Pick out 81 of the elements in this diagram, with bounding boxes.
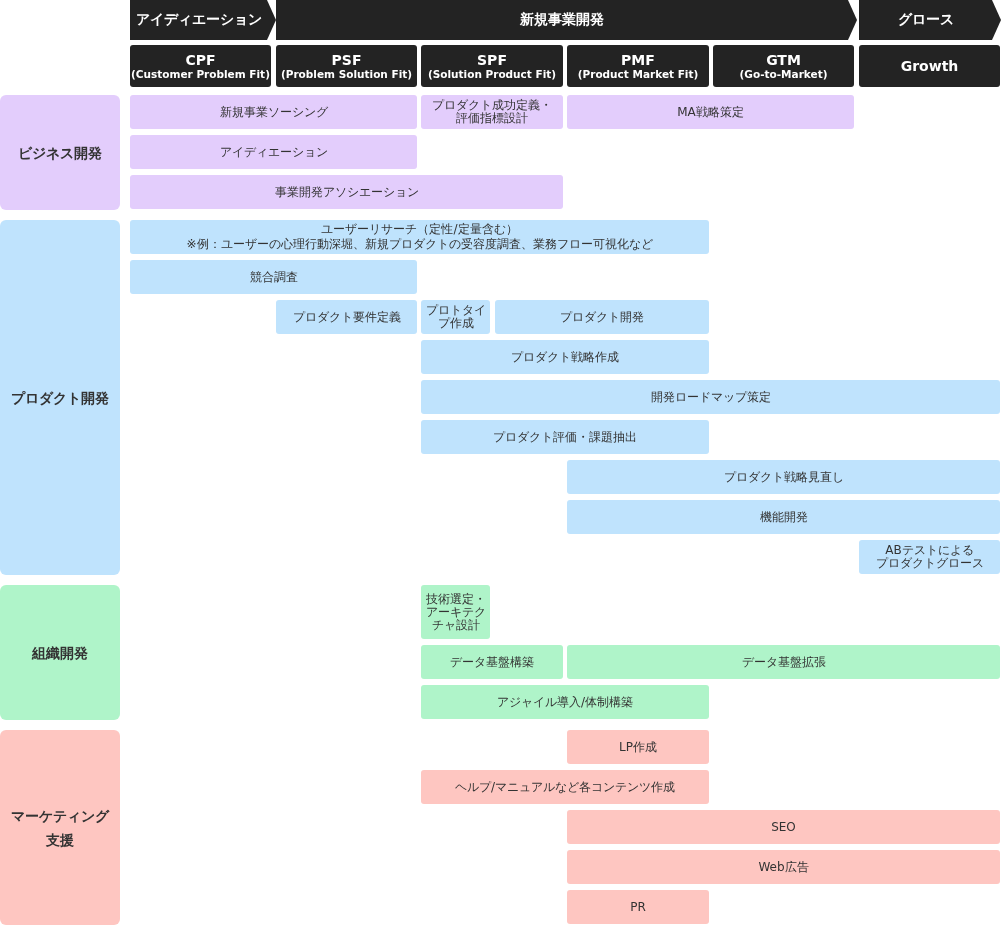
task-bar bbox=[567, 95, 854, 129]
phase-abbreviation: SPF bbox=[477, 51, 507, 68]
task-note: ※例：ユーザーの心理行動深堀、新規プロダクトの受容度調査、業務フロー可視化など bbox=[186, 237, 653, 251]
phase-full-name: (Customer Problem Fit) bbox=[131, 67, 270, 81]
task-bar bbox=[130, 175, 563, 209]
task-label: プロダクト戦略作成 bbox=[511, 350, 619, 364]
task-bar bbox=[130, 95, 417, 129]
task-label: ヘルプ/マニュアルなど各コンテンツ作成 bbox=[454, 780, 675, 794]
category-panel bbox=[0, 95, 120, 210]
task-bar bbox=[567, 810, 1000, 844]
category-panel bbox=[0, 220, 120, 575]
task-bar bbox=[421, 340, 709, 374]
task-bar bbox=[421, 645, 563, 679]
task-label: プロダクト評価・課題抽出 bbox=[493, 430, 637, 444]
task-label: PR bbox=[630, 900, 646, 914]
task-bar bbox=[567, 730, 709, 764]
task-label: プロダクト開発 bbox=[560, 310, 644, 324]
category-panel bbox=[0, 585, 120, 720]
task-label: 開発ロードマップ策定 bbox=[650, 390, 771, 404]
task-bar bbox=[567, 850, 1000, 884]
task-bar bbox=[495, 300, 709, 334]
task-label: アジャイル導入/体制構築 bbox=[496, 695, 633, 709]
task-label: プロダクト戦略見直し bbox=[723, 470, 844, 484]
phase-tile bbox=[421, 45, 563, 87]
task-label: プロダクト成功定義・評価指標設計 bbox=[431, 99, 553, 125]
task-bar bbox=[567, 460, 1000, 494]
task-label: 新規事業ソーシング bbox=[219, 105, 328, 119]
stage-banner bbox=[859, 0, 1001, 40]
phase-full-name: (Product Market Fit) bbox=[577, 67, 699, 81]
phase-full-name: (Problem Solution Fit) bbox=[280, 67, 413, 81]
task-label: 競合調査 bbox=[249, 270, 298, 284]
category-label: プロダクト開発 bbox=[11, 388, 109, 408]
task-label: アイディエーション bbox=[219, 145, 328, 159]
task-label: プロダクト要件定義 bbox=[292, 310, 401, 324]
task-bar bbox=[567, 645, 1000, 679]
task-label: データ基盤構築 bbox=[450, 655, 534, 669]
task-label: 事業開発アソシエーション bbox=[274, 185, 419, 199]
phase-full-name: (Solution Product Fit) bbox=[427, 67, 557, 81]
phase-tile bbox=[713, 45, 854, 87]
phase-abbreviation: Growth bbox=[900, 58, 959, 74]
task-label: データ基盤拡張 bbox=[741, 655, 826, 669]
task-bar bbox=[567, 500, 1000, 534]
task-label: Web広告 bbox=[758, 860, 809, 874]
stage-banner bbox=[130, 0, 276, 40]
task-label: MA戦略策定 bbox=[677, 105, 744, 119]
task-label: SEO bbox=[771, 820, 796, 834]
phase-abbreviation: PMF bbox=[621, 51, 655, 68]
phase-tile bbox=[567, 45, 709, 87]
phase-full-name: (Go-to-Market) bbox=[739, 67, 828, 81]
stage-banner bbox=[276, 0, 857, 40]
category-label: マーケティング支援 bbox=[10, 806, 111, 850]
task-bar bbox=[859, 540, 1000, 574]
category-label: 組織開発 bbox=[32, 643, 88, 663]
task-label: 技術選定・アーキテクチャ設計 bbox=[425, 592, 486, 632]
task-label: 機能開発 bbox=[759, 510, 808, 524]
task-bar bbox=[421, 770, 709, 804]
task-bar bbox=[130, 260, 417, 294]
task-bar bbox=[421, 685, 709, 719]
task-label: ユーザーリサーチ（定性/定量含む） bbox=[321, 223, 518, 236]
task-label: ABテストによるプロダクトグロース bbox=[874, 544, 985, 570]
phase-abbreviation: PSF bbox=[331, 51, 362, 68]
stage-label: アイディエーション bbox=[135, 11, 262, 29]
phase-abbreviation: GTM bbox=[766, 51, 801, 68]
phase-abbreviation: CPF bbox=[185, 51, 216, 68]
stage-label: グロース bbox=[897, 11, 954, 29]
task-bar bbox=[130, 135, 417, 169]
phase-tile bbox=[130, 45, 271, 87]
task-bar bbox=[276, 300, 417, 334]
task-bar bbox=[421, 420, 709, 454]
task-bar bbox=[421, 380, 1000, 414]
phase-tile bbox=[859, 45, 1000, 87]
stage-label: 新規事業開発 bbox=[520, 11, 604, 29]
task-label: LP作成 bbox=[619, 740, 657, 754]
task-bar bbox=[567, 890, 709, 924]
task-bar bbox=[130, 220, 709, 254]
task-bar bbox=[421, 95, 563, 129]
phase-tile bbox=[276, 45, 417, 87]
task-label: プロトタイプ作成 bbox=[425, 304, 486, 330]
task-bar bbox=[421, 585, 490, 639]
category-panel bbox=[0, 730, 120, 925]
category-label: ビジネス開発 bbox=[18, 143, 102, 163]
